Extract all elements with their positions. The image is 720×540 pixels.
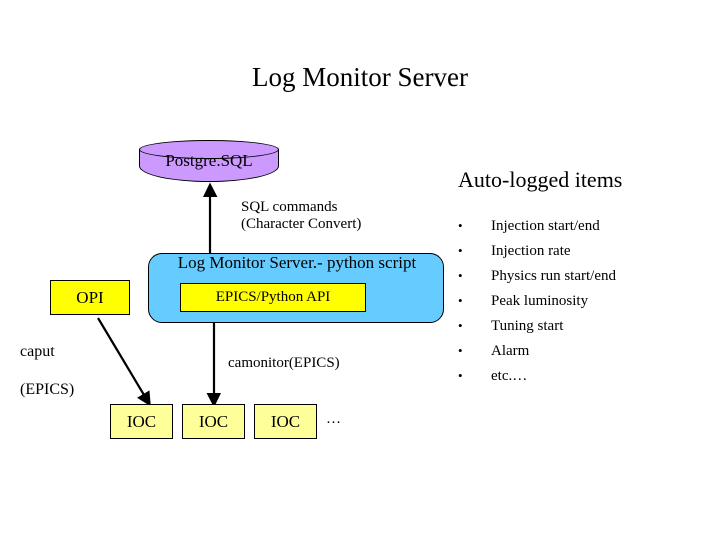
auto-logged-list: • Injection start/end • Injection rate •… xyxy=(458,218,708,393)
epics-python-api-box: EPICS/Python API xyxy=(180,283,366,312)
ioc-box: IOC xyxy=(254,404,317,439)
list-item-label: Peak luminosity xyxy=(491,293,589,309)
list-item: • Peak luminosity xyxy=(458,293,708,318)
bullet-icon: • xyxy=(458,243,463,258)
ioc-box: IOC xyxy=(110,404,173,439)
list-item-label: Alarm xyxy=(491,343,530,359)
list-item: • Injection rate xyxy=(458,243,708,268)
opi-box: OPI xyxy=(50,280,130,315)
bullet-icon: • xyxy=(458,343,463,358)
list-item-label: Injection rate xyxy=(491,243,571,259)
sql-commands-note: SQL commands (Character Convert) xyxy=(241,199,451,233)
ioc-box: IOC xyxy=(182,404,245,439)
list-item-label: etc.… xyxy=(491,368,528,384)
list-item-label: Injection start/end xyxy=(491,218,600,234)
bullet-icon: • xyxy=(458,268,463,283)
database-cylinder: Postgre.SQL xyxy=(139,140,281,184)
log-monitor-server-label: Log Monitor Server.- python script xyxy=(177,253,417,272)
caput-label: caput xyxy=(20,343,55,360)
bullet-icon: • xyxy=(458,368,463,383)
list-item: • etc.… xyxy=(458,368,708,393)
list-item-label: Physics run start/end xyxy=(491,268,616,284)
cylinder-top xyxy=(139,140,279,159)
camonitor-label: camonitor(EPICS) xyxy=(228,355,340,371)
bullet-icon: • xyxy=(458,218,463,233)
page-title: Log Monitor Server xyxy=(252,62,468,92)
bullet-icon: • xyxy=(458,318,463,333)
list-item: • Physics run start/end xyxy=(458,268,708,293)
database-label: Postgre.SQL xyxy=(165,151,253,170)
list-item: • Injection start/end xyxy=(458,218,708,243)
sql-commands-line2: (Character Convert) xyxy=(241,216,362,232)
epics-label: (EPICS) xyxy=(20,381,75,398)
list-item: • Tuning start xyxy=(458,318,708,343)
sql-commands-line1: SQL commands xyxy=(241,199,338,215)
auto-logged-heading: Auto-logged items xyxy=(458,167,623,192)
ioc-ellipsis: … xyxy=(326,411,341,427)
list-item-label: Tuning start xyxy=(491,318,564,334)
bullet-icon: • xyxy=(458,293,463,308)
list-item: • Alarm xyxy=(458,343,708,368)
